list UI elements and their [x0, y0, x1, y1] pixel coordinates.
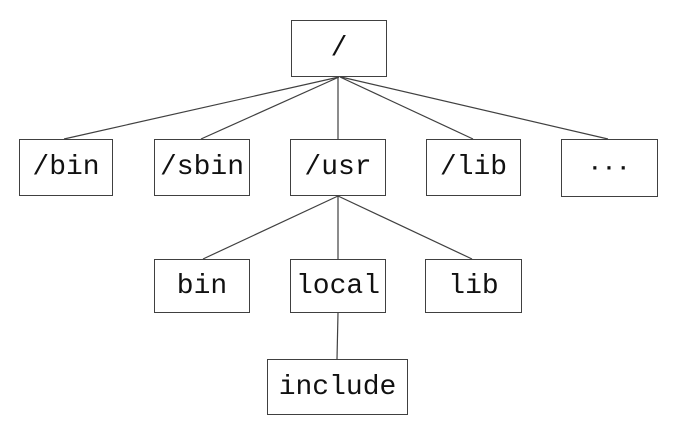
- ellipsis-label: ···: [588, 155, 631, 181]
- node-usr-lib-label: lib: [448, 270, 499, 302]
- node-sbin: /sbin: [154, 139, 250, 196]
- node-usr-local: local: [290, 259, 386, 313]
- edge-usr-to-lib: [337, 195, 473, 260]
- node-usr-lib: lib: [425, 259, 522, 313]
- node-usr-bin: bin: [154, 259, 250, 313]
- node-root: /: [291, 20, 387, 77]
- edge-root-to-more: [340, 76, 609, 140]
- node-bin: /bin: [19, 139, 113, 196]
- node-sbin-label: /sbin: [159, 152, 244, 183]
- node-usr: /usr: [290, 139, 386, 196]
- node-usr-local-include: include: [267, 359, 408, 415]
- node-usr-label: /usr: [304, 152, 372, 183]
- edge-local-to-include: [336, 312, 339, 360]
- edge-root-to-bin: [63, 76, 340, 140]
- edge-root-to-lib: [339, 76, 474, 140]
- node-usr-local-include-label: include: [278, 371, 397, 403]
- node-ellipsis: ···: [561, 139, 658, 197]
- edge-usr-to-bin: [202, 195, 339, 260]
- node-bin-label: /bin: [32, 152, 100, 183]
- node-usr-bin-label: bin: [176, 270, 228, 302]
- node-lib: /lib: [426, 139, 521, 196]
- node-lib-label: /lib: [439, 152, 508, 183]
- node-usr-local-label: local: [295, 270, 380, 302]
- edge-root-to-sbin: [200, 76, 340, 140]
- node-root-label: /: [330, 33, 348, 64]
